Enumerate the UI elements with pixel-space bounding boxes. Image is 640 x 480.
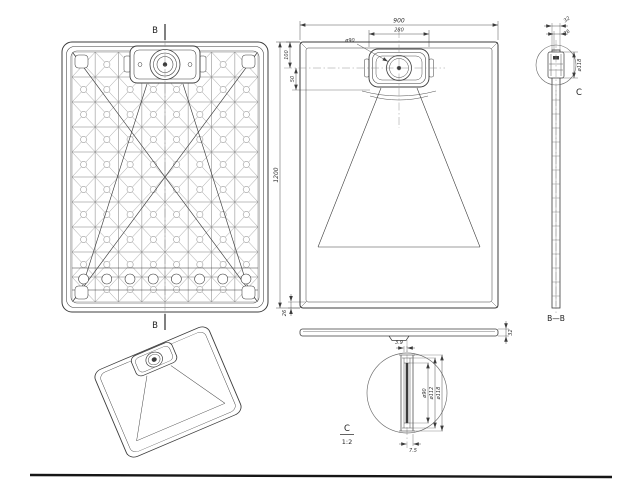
dim-section-thickness-label: 32: [563, 16, 572, 25]
section-marker-bottom-label: B: [152, 321, 158, 331]
detail-c-callout-circle: [535, 44, 577, 86]
detail-c-view: 3.9 7.5 ø90 ø112 ø118 C 1:2: [340, 340, 448, 454]
dim-section-rim-label: 26: [563, 29, 572, 38]
section-markers: B B: [152, 24, 166, 331]
side-view: 32: [299, 321, 514, 344]
bottom-view-corner-pads: [74, 54, 256, 300]
iso-outer-edge: [94, 326, 242, 458]
dim-section-drain-diameter: ø118: [562, 51, 583, 79]
section-b-b-view: C 32 26 ø118 B—B: [535, 16, 583, 323]
bottom-view-drain: [123, 45, 207, 84]
dim-bottom-rim-label: 26: [282, 310, 288, 316]
dim-drain-width: 280: [368, 28, 430, 47]
dim-section-rim: 26: [546, 29, 571, 52]
side-view-drain-bump: [388, 335, 410, 341]
bottom-view: B B: [61, 24, 269, 331]
sheet-bottom-edge: [29, 473, 613, 479]
dim-detail-diameters: ø90 ø112 ø118: [410, 354, 444, 432]
plan-corner-ticks: [299, 41, 499, 309]
dim-top-to-drain: 100: [284, 41, 300, 68]
plan-slope-lines: [317, 87, 481, 248]
dim-section-thickness: 32: [544, 16, 571, 50]
dim-side-thickness: 32: [498, 321, 514, 344]
section-marker-top-label: B: [152, 26, 158, 36]
dim-detail-wall: 3.9: [395, 340, 415, 352]
dim-detail-dia-inner-label: ø90: [422, 388, 428, 398]
dim-drain-width-label: 280: [394, 28, 404, 34]
dim-drain-diameter-label: ø90: [344, 38, 354, 44]
dim-detail-dia-mid-label: ø112: [429, 387, 435, 401]
side-view-body: [299, 328, 499, 337]
dim-top-to-drain-label: 100: [284, 50, 290, 60]
dim-drain-to-slope: 50: [290, 68, 370, 91]
section-b-b-label: B—B: [547, 314, 565, 323]
detail-c-title: C 1:2: [340, 424, 354, 446]
dim-detail-base-label: 7.5: [409, 448, 417, 454]
dim-side-thickness-label: 32: [508, 329, 514, 335]
detail-c-callout-label: C: [576, 88, 582, 98]
dim-section-drain-diameter-label: ø118: [577, 59, 583, 73]
detail-c-scale-label: 1:2: [342, 438, 352, 446]
dim-bottom-rim: 26: [282, 294, 306, 316]
iso-slope-lines: [136, 365, 226, 442]
dim-drain-to-slope-label: 50: [290, 76, 296, 82]
dim-drain-diameter: ø90: [344, 38, 389, 62]
detail-c-profile: [399, 354, 415, 432]
iso-drain: [130, 342, 178, 377]
isometric-view: [94, 326, 242, 458]
bottom-view-main-diagonals: [72, 52, 258, 302]
dim-detail-wall-label: 3.9: [395, 340, 403, 346]
dim-overall-width: 900: [299, 18, 499, 40]
plan-view: 900 280 ø90 100 50 1200: [273, 18, 499, 316]
detail-c-title-letter: C: [344, 424, 350, 434]
dim-detail-dia-outer-label: ø118: [436, 387, 442, 401]
dim-detail-base: 7.5: [399, 434, 421, 454]
dim-overall-width-label: 900: [393, 18, 405, 25]
dim-overall-length-label: 1200: [273, 167, 280, 182]
